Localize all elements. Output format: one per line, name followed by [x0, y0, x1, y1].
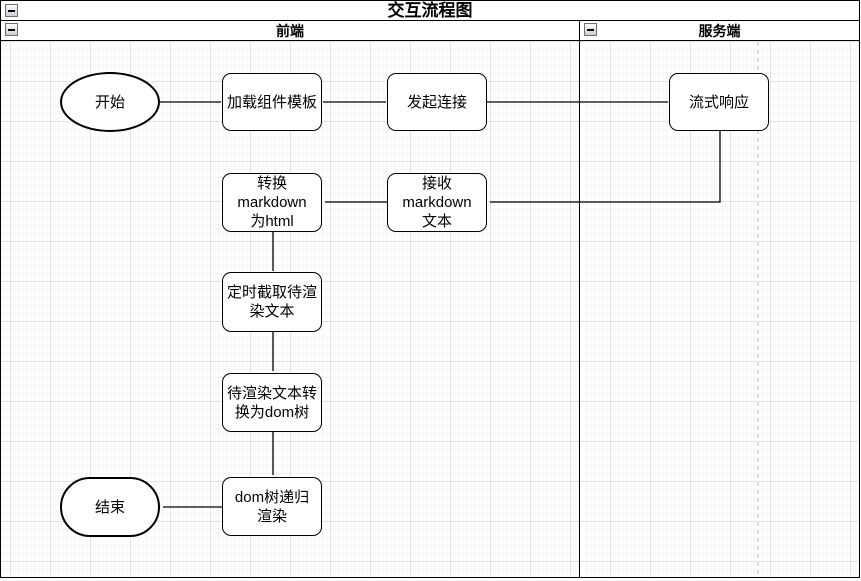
pool-collapse-icon[interactable] — [5, 4, 18, 17]
node-convert-markdown-to-html[interactable]: 转换 markdown 为html — [222, 173, 322, 232]
lane-header-server[interactable]: 服务端 — [580, 21, 859, 40]
lane-header-frontend[interactable]: 前端 — [1, 21, 580, 40]
node-capture-pending-text-label: 定时截取待渲 染文本 — [226, 284, 317, 320]
node-streaming-response-label: 流式响应 — [688, 93, 749, 111]
node-pending-text-to-dom-tree-label: 待渲染文本转 换为dom树 — [226, 384, 317, 421]
node-streaming-response[interactable]: 流式响应 — [669, 73, 769, 131]
node-load-component-template[interactable]: 加载组件模板 — [222, 73, 322, 131]
lane-header-row: 前端 服务端 — [1, 21, 859, 41]
node-convert-markdown-to-html-label: 转换 markdown 为html — [237, 175, 307, 230]
node-dom-tree-recursive-render-label: dom树递归 渲染 — [234, 488, 310, 525]
edge-streaming-response-to-receive-markdown[interactable] — [490, 131, 721, 203]
lane-frontend-collapse-icon[interactable] — [5, 23, 18, 36]
node-capture-pending-text[interactable]: 定时截取待渲 染文本 — [222, 272, 322, 332]
node-initiate-connection[interactable]: 发起连接 — [387, 73, 487, 131]
node-start[interactable]: 开始 — [60, 72, 160, 132]
lane-server-label: 服务端 — [698, 22, 741, 39]
node-dom-tree-recursive-render[interactable]: dom树递归 渲染 — [222, 477, 322, 536]
node-load-component-template-label: 加载组件模板 — [226, 93, 317, 111]
node-pending-text-to-dom-tree[interactable]: 待渲染文本转 换为dom树 — [222, 373, 322, 432]
lane-divider — [579, 41, 580, 577]
node-receive-markdown-text-label: 接收 markdown 文本 — [402, 175, 472, 230]
lane-server-collapse-icon[interactable] — [584, 23, 597, 36]
node-initiate-connection-label: 发起连接 — [406, 93, 467, 111]
pool-header[interactable]: 交互流程图 — [1, 1, 859, 21]
node-receive-markdown-text[interactable]: 接收 markdown 文本 — [387, 173, 487, 232]
pool-title: 交互流程图 — [387, 1, 473, 20]
lane-frontend-label: 前端 — [276, 22, 304, 39]
node-start-label: 开始 — [94, 93, 125, 111]
node-end[interactable]: 结束 — [60, 477, 160, 537]
node-end-label: 结束 — [94, 498, 125, 516]
